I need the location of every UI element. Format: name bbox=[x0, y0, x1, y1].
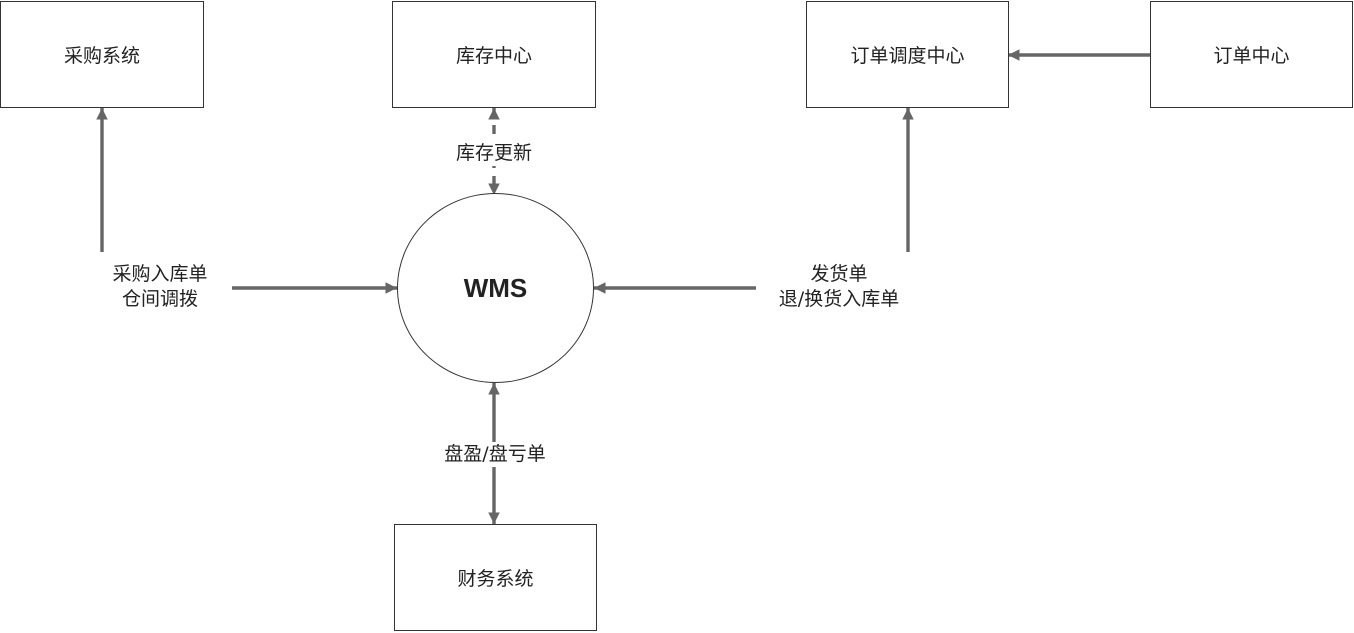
inventory-update-label: 库存更新 bbox=[444, 141, 544, 166]
dispatch-center-label: 订单调度中心 bbox=[850, 45, 965, 67]
dispatch-center-node: 订单调度中心 bbox=[806, 1, 1009, 108]
order-center-label: 订单中心 bbox=[1213, 45, 1290, 67]
wms-hub-label: WMS bbox=[463, 272, 528, 303]
dispatch-flow-line1: 发货单 bbox=[810, 263, 868, 285]
inventory-center-node: 库存中心 bbox=[392, 1, 596, 108]
procurement-flow-label: 采购入库单 仓间调拨 bbox=[96, 262, 224, 312]
dispatch-flow-label: 发货单 退/换货入库单 bbox=[764, 262, 914, 312]
inventory-update-text: 库存更新 bbox=[455, 142, 532, 164]
wms-hub-node: WMS bbox=[397, 193, 594, 383]
finance-system-node: 财务系统 bbox=[394, 524, 597, 631]
procurement-system-label: 采购系统 bbox=[63, 45, 140, 67]
procurement-flow-line1: 采购入库单 bbox=[112, 263, 208, 285]
finance-flow-text: 盘盈/盘亏单 bbox=[444, 443, 546, 465]
order-center-node: 订单中心 bbox=[1150, 1, 1353, 108]
inventory-center-label: 库存中心 bbox=[455, 45, 532, 67]
dispatch-flow-line2: 退/换货入库单 bbox=[778, 288, 900, 310]
finance-system-label: 财务系统 bbox=[457, 568, 534, 590]
finance-flow-label: 盘盈/盘亏单 bbox=[420, 442, 570, 467]
procurement-system-node: 采购系统 bbox=[0, 1, 204, 108]
procurement-flow-line2: 仓间调拨 bbox=[121, 288, 198, 310]
